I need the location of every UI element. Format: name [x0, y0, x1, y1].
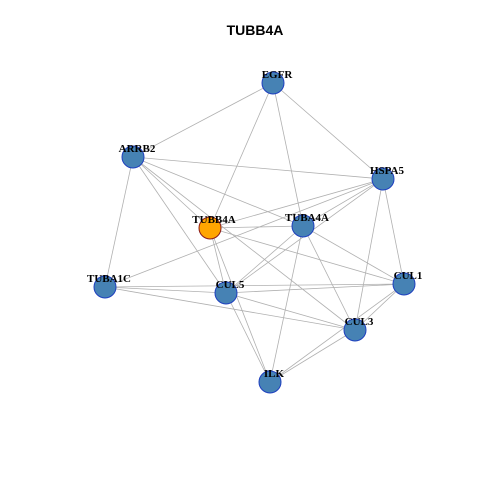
node-label-tuba1c: TUBA1C: [87, 273, 131, 285]
edge-hspa5-tubb4a: [209, 178, 384, 229]
node-label-tubb4a: TUBB4A: [192, 214, 235, 226]
edge-hspa5-cul1: [382, 178, 405, 285]
node-label-hspa5: HSPA5: [370, 165, 405, 177]
edge-arrb2-tubb4a: [132, 156, 211, 229]
edge-tuba4a-cul1: [302, 225, 405, 285]
edge-egfr-tubb4a: [209, 82, 274, 229]
node-label-cul5: CUL5: [216, 279, 245, 291]
edge-tuba4a-cul3: [302, 225, 356, 331]
edge-cul1-ilk: [269, 283, 405, 383]
node-ilk: [258, 370, 282, 394]
edge-egfr-tuba4a: [272, 82, 304, 227]
edge-tubb4a-tuba4a: [209, 225, 304, 229]
node-tubb4a: [198, 216, 222, 240]
node-label-arrb2: ARRB2: [119, 143, 156, 155]
node-tuba4a: [291, 214, 315, 238]
edge-arrb2-tuba4a: [132, 156, 304, 227]
edge-hspa5-cul3: [354, 178, 384, 331]
edge-tuba4a-ilk: [269, 225, 304, 383]
edge-tuba1c-cul1: [104, 283, 405, 288]
edge-tuba1c-cul5: [104, 286, 227, 294]
node-arrb2: [121, 145, 145, 169]
edge-hspa5-tuba1c: [104, 178, 384, 288]
edge-tubb4a-cul1: [209, 227, 405, 285]
edge-hspa5-tuba4a: [302, 178, 384, 227]
node-label-ilk: ILK: [264, 368, 285, 380]
edge-egfr-hspa5: [272, 82, 384, 180]
node-label-cul3: CUL3: [345, 316, 374, 328]
edge-tuba4a-cul5: [225, 225, 304, 294]
edge-tubb4a-ilk: [209, 227, 271, 383]
node-layer: [93, 71, 416, 394]
node-cul1: [392, 272, 416, 296]
edge-arrb2-cul3: [132, 156, 356, 331]
edge-arrb2-tuba1c: [104, 156, 134, 288]
edge-cul5-ilk: [225, 292, 271, 383]
node-label-cul1: CUL1: [394, 270, 423, 282]
node-cul5: [214, 281, 238, 305]
node-hspa5: [371, 167, 395, 191]
edge-arrb2-hspa5: [132, 156, 384, 180]
node-tuba1c: [93, 275, 117, 299]
node-label-tuba4a: TUBA4A: [285, 212, 329, 224]
edge-cul5-cul1: [225, 283, 405, 294]
node-egfr: [261, 71, 285, 95]
edge-arrb2-cul5: [132, 156, 227, 294]
graph-title: TUBB4A: [227, 22, 284, 38]
node-label-egfr: EGFR: [262, 69, 294, 81]
edge-cul5-cul3: [225, 292, 356, 331]
node-cul3: [343, 318, 367, 342]
edge-tuba1c-cul3: [104, 286, 356, 331]
edge-egfr-arrb2: [132, 82, 274, 158]
edge-cul3-ilk: [269, 329, 356, 383]
